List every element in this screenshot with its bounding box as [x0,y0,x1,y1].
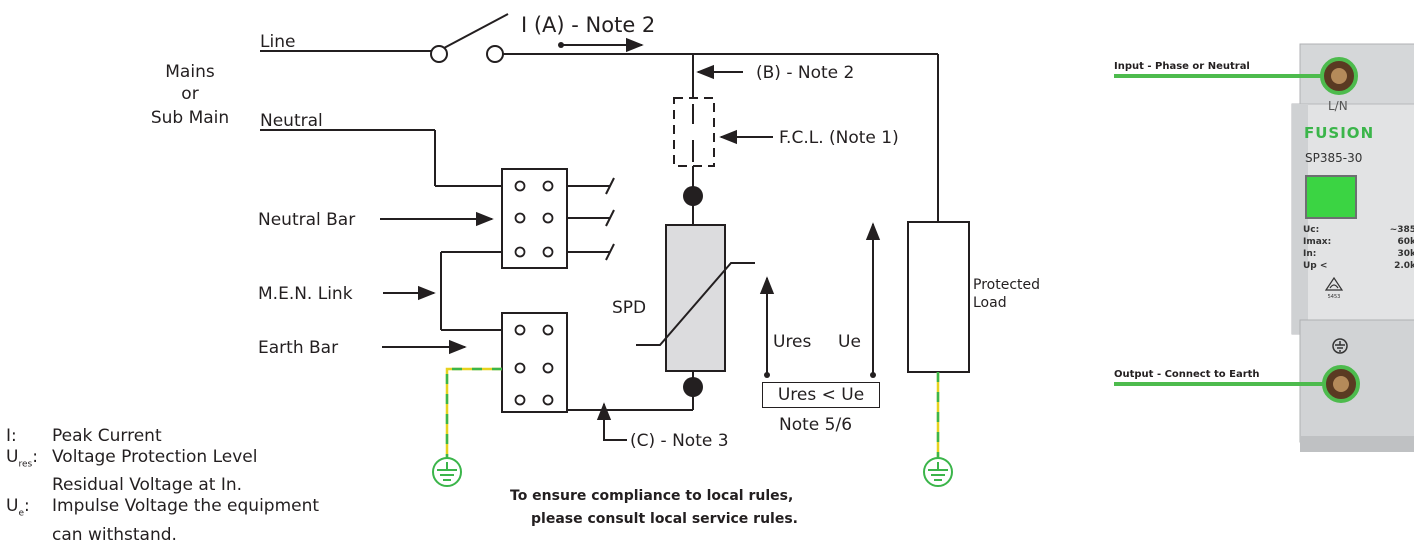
legend-key [6,475,52,496]
protected-load-label-2: Load [973,295,1007,311]
compliance-line-1: To ensure compliance to local rules, [510,488,793,504]
output-label: Output - Connect to Earth [1114,369,1260,380]
earth-symbol-left [432,457,462,487]
certification-mark-icon [1324,276,1344,291]
switch-contact-right [486,45,504,63]
legend-key-sub: res [18,459,33,470]
switch-contact-left [430,45,448,63]
legend-key: U [6,447,19,467]
legend-row: Residual Voltage at In. [6,475,319,496]
model-number: SP385-30 [1305,151,1362,165]
legend-row: I: Peak Current [6,426,319,447]
legend-key: U [6,496,19,517]
status-window [1305,175,1357,219]
note56-label: Note 5/6 [779,415,852,435]
earth-symbol-right [923,457,953,487]
compare-box: Ures < Ue [762,382,880,408]
neutral-bar [501,168,568,269]
ures-label: Ures [773,332,812,352]
legend-row: Ue: Impulse Voltage the equipment [6,496,319,524]
neutral-label: Neutral [260,111,323,131]
fcl-label: F.C.L. (Note 1) [779,128,899,148]
spec-value: 60kA [1398,237,1414,247]
legend-key-sub: e [18,508,24,519]
legend-row: can withstand. [6,525,319,546]
spd-device-illustration: Input - Phase or Neutral Output - Connec… [1114,43,1414,452]
spec-key: Up < [1303,261,1327,271]
spd-label: SPD [612,298,646,318]
brand-logo: FUSION [1304,124,1374,142]
legend-key: I: [6,426,17,446]
spec-value: 2.0kV [1394,261,1414,271]
point-c-label: (C) - Note 3 [630,431,729,451]
protected-load [907,221,970,373]
spec-key: In: [1303,249,1316,259]
legend-text: Peak Current [52,426,162,446]
spec-key: Imax: [1303,237,1331,247]
switch-blade [443,13,509,49]
legend-text: Residual Voltage at In. [52,475,243,496]
cert-number: 5453 [1328,294,1341,300]
ue-label: Ue [838,332,861,352]
compliance-line-2: please consult local service rules. [531,511,798,527]
spec-value: 30kA [1398,249,1414,259]
current-label: I (A) - Note 2 [521,13,655,37]
device-earth-icon [1332,338,1348,354]
terminal-label: L/N [1328,99,1348,113]
men-link-label: M.E.N. Link [258,284,353,304]
protected-load-label-1: Protected [973,277,1040,293]
earth-bar-label: Earth Bar [258,338,338,358]
legend-text: Impulse Voltage the equipment [52,496,320,517]
legend-text: can withstand. [52,524,177,545]
point-b-label: (B) - Note 2 [756,63,854,83]
legend-key [6,525,52,546]
legend: I: Peak Current Ures: Voltage Protection… [6,426,319,546]
spd-symbol [665,224,726,372]
legend-text: Voltage Protection Level [52,447,258,467]
neutral-bar-label: Neutral Bar [258,210,355,230]
spec-value: ~385V [1390,225,1414,235]
spec-key: Uc: [1303,225,1319,235]
legend-row: Ures: Voltage Protection Level [6,447,319,475]
wiring-diagram: Line Neutral Mains or Sub Main I (A) - N… [151,13,1040,527]
mains-label-1: Mains [165,62,215,82]
earth-bar [501,312,568,413]
mains-label-3: Sub Main [151,108,229,128]
mains-label-2: or [181,84,198,104]
line-label: Line [260,32,295,52]
input-label: Input - Phase or Neutral [1114,61,1250,72]
